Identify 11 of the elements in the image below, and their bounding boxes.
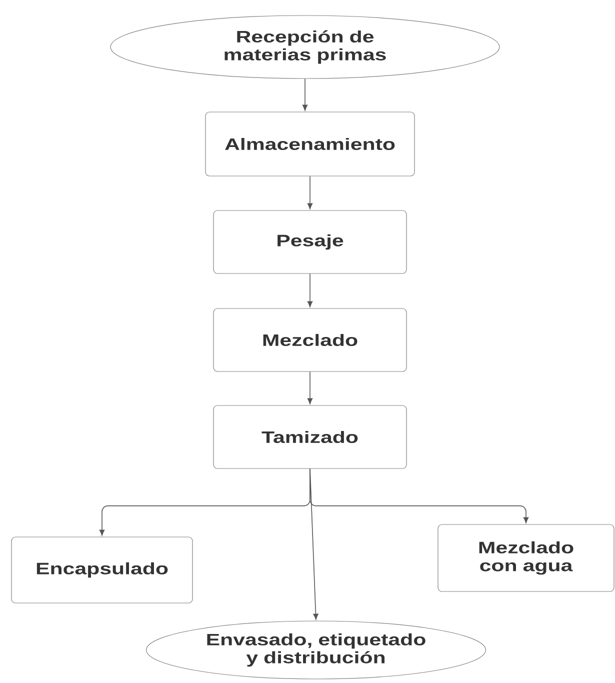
arrow [310, 468, 318, 620]
arrow [307, 273, 313, 308]
process-box: Encapsulado [11, 536, 193, 604]
process-box: Almacenamiento [205, 112, 415, 176]
process-box: Pesaje [213, 210, 407, 274]
arrow [302, 78, 308, 111]
arrow [307, 371, 313, 404]
process-box: Mezclado con agua [438, 524, 614, 592]
process-box: Tamizado [213, 405, 407, 469]
arrow [307, 176, 313, 210]
process-box: Mezclado [213, 308, 407, 372]
